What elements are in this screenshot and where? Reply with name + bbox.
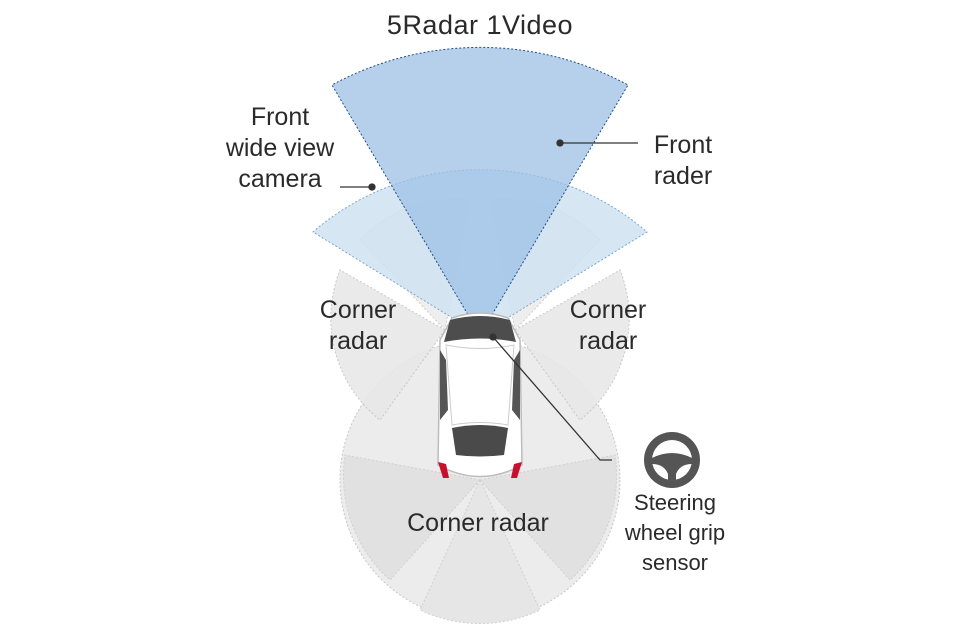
radar-point: [556, 139, 564, 147]
steering-sensor-label-line: wheel grip: [624, 520, 726, 545]
leader-lines: [340, 139, 638, 461]
front-radar-label: Front rader: [628, 130, 738, 192]
steering-sensor-label: Steering wheel grip sensor: [600, 488, 750, 578]
steering-wheel-icon: [644, 432, 700, 488]
steering-sensor-label-line: Steering: [634, 490, 716, 515]
corner-radar-rear-label: Corner radar: [407, 509, 549, 537]
front-camera-label-line: Front: [250, 103, 310, 131]
steering-sensor-label-line: sensor: [641, 550, 709, 575]
front-radar-label-line: rader: [653, 162, 713, 190]
front-camera-label-line: wide view: [225, 134, 335, 162]
corner-radar-right-label: Corner radar: [548, 295, 668, 357]
front-camera-label-line: camera: [238, 165, 322, 193]
sensor-leader-line: [492, 336, 612, 461]
corner-radar-right-label-line: Corner: [569, 296, 647, 324]
front-radar-label-line: Front: [653, 131, 713, 159]
front-camera-label: Front wide view camera: [200, 102, 360, 195]
corner-radar-left-label: Corner radar: [298, 295, 418, 357]
camera-point: [368, 183, 376, 191]
sensor-point: [489, 333, 497, 341]
rear-corner-radar-coverage: [339, 339, 621, 624]
corner-radar-left-label-line: Corner: [319, 296, 397, 324]
corner-radar-right-label-line: radar: [578, 327, 638, 355]
corner-radar-left-label-line: radar: [328, 327, 388, 355]
car-icon: [437, 312, 523, 478]
diagram-title: 5Radar 1Video: [386, 10, 574, 40]
front-radar-coverage: [331, 46, 629, 336]
